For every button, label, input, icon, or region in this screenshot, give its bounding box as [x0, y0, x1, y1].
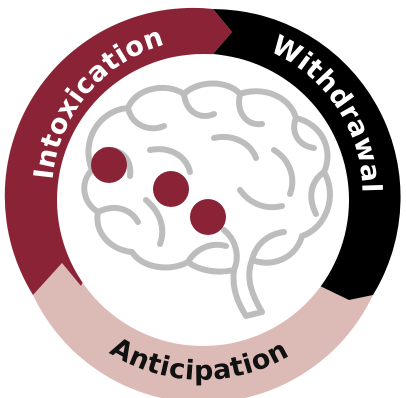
brain-spot-1 — [91, 147, 127, 183]
brain-spot-3 — [190, 199, 226, 235]
segment-withdrawal — [213, 9, 401, 300]
brain-spot-2 — [153, 171, 189, 207]
